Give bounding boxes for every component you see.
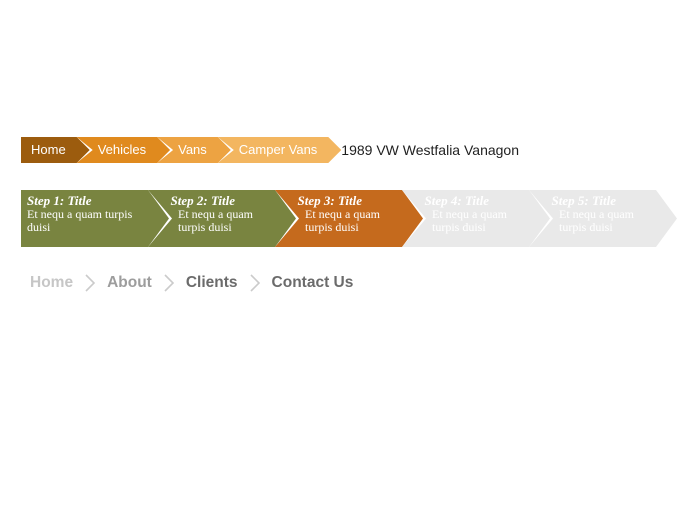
step-title: Step 4: Title [424,193,490,208]
step-title: Step 1: Title [27,193,92,208]
process-step-2: Step 2: Title Et nequ a quam turpis duis… [148,190,296,247]
step-description: Et nequ a quam turpis duisi [432,207,507,234]
process-step-5: Step 5: Title Et nequ a quam turpis duis… [529,190,677,247]
process-steps-bar: Step 1: Title Et nequ a quam turpis duis… [21,190,656,247]
text-breadcrumb-clients[interactable]: Clients [185,274,238,291]
text-breadcrumb-home[interactable]: Home [30,274,74,291]
step-description: Et nequ a quam turpis duisi [178,207,253,234]
step-description: Et nequ a quam turpis duisi [559,207,634,234]
step-title: Step 3: Title [297,193,363,208]
step-description: Et nequ a quam turpis duisi [305,207,380,234]
chevron-right-icon [84,273,96,293]
chevron-right-icon [249,273,261,293]
breadcrumb-item-vehicles[interactable]: Vehicles [77,137,170,163]
breadcrumb-item-home[interactable]: Home [21,137,90,163]
breadcrumb-item-camper-vans[interactable]: Camper Vans [218,137,342,163]
step-title: Step 5: Title [551,193,617,208]
current-page-title: 1989 VW Westfalia Vanagon [341,142,519,158]
process-step-4: Step 4: Title Et nequ a quam turpis duis… [402,190,550,247]
arrow-breadcrumb-bar: Home Vehicles Vans Camper Vans 1989 VW W… [21,137,519,163]
text-breadcrumb-contact-us[interactable]: Contact Us [271,274,354,291]
process-step-3: Step 3: Title Et nequ a quam turpis duis… [275,190,423,247]
step-title: Step 2: Title [170,193,236,208]
chevron-right-icon [163,273,175,293]
text-breadcrumb-about[interactable]: About [107,274,152,291]
text-breadcrumb: Home About Clients Contact Us [30,273,353,293]
step-description: Et nequ a quam turpis duisi [27,207,133,234]
process-step-1: Step 1: Title Et nequ a quam turpis duis… [21,190,169,247]
